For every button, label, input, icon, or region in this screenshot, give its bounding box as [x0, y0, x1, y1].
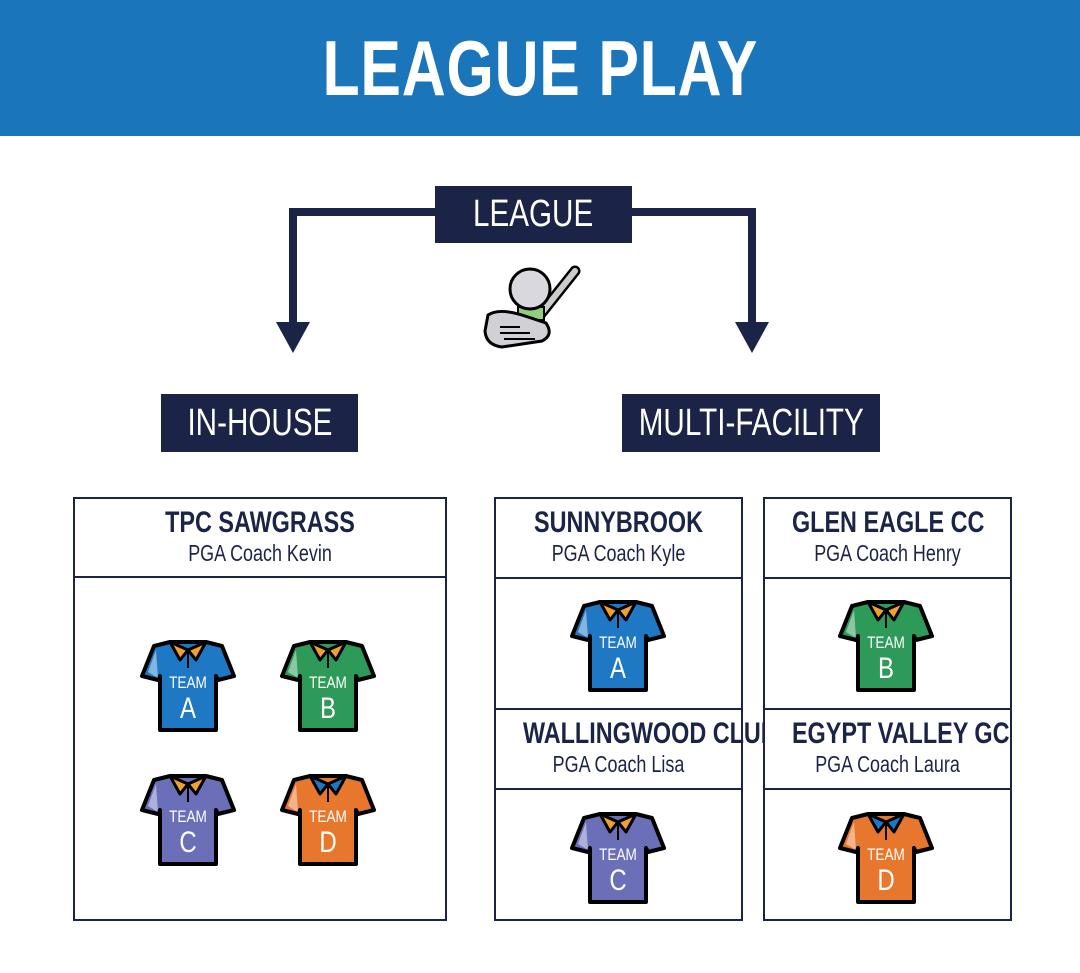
team-word: TEAM — [867, 634, 905, 653]
team-word: TEAM — [169, 808, 207, 827]
team-word: TEAM — [309, 674, 347, 693]
coach-name: PGA Coach Laura — [815, 751, 960, 777]
club-name: TPC SAWGRASS — [165, 506, 355, 539]
team-word: TEAM — [309, 808, 347, 827]
club-name: EGYPT VALLEY GC — [791, 717, 1010, 750]
team-letter: D — [877, 862, 894, 896]
team-a-shirt-icon: TEAM A — [568, 596, 668, 696]
team-letter: C — [609, 862, 626, 896]
golf-club-ball-icon — [483, 265, 581, 349]
team-word: TEAM — [867, 846, 905, 865]
team-c-shirt-icon: TEAM C — [568, 808, 668, 908]
team-letter: C — [179, 824, 196, 858]
team-letter: A — [180, 690, 197, 724]
in-house-panel: TPC SAWGRASS PGA Coach Kevin — [73, 497, 447, 921]
team-letter: B — [878, 650, 894, 684]
team-d-shirt-icon: TEAM D — [836, 808, 936, 908]
league-label: LEAGUE — [473, 193, 594, 235]
multi-facility-label: MULTI-FACILITY — [638, 401, 864, 444]
team-letter: B — [320, 690, 336, 724]
team-word: TEAM — [169, 674, 207, 693]
club-name: GLEN EAGLE CC — [791, 506, 985, 539]
club-name: SUNNYBROOK — [533, 506, 704, 539]
team-word: TEAM — [599, 634, 637, 653]
team-b-shirt-icon: TEAM B — [836, 596, 936, 696]
in-house-label: IN-HOUSE — [187, 401, 332, 444]
coach-name: PGA Coach Kevin — [188, 540, 332, 566]
team-b-shirt-icon: TEAM B — [278, 636, 378, 736]
team-d-shirt-icon: TEAM D — [278, 770, 378, 870]
arrow-left — [276, 208, 436, 353]
in-house-box: IN-HOUSE — [161, 394, 358, 452]
team-c-shirt-icon: TEAM C — [138, 770, 238, 870]
team-letter: A — [610, 650, 627, 684]
page-title: LEAGUE PLAY — [322, 23, 758, 112]
team-word: TEAM — [599, 846, 637, 865]
club-name: WALLINGWOOD CLUB — [522, 717, 778, 750]
team-a-shirt-icon: TEAM A — [138, 636, 238, 736]
league-box: LEAGUE — [435, 186, 632, 243]
arrow-right — [630, 208, 769, 353]
team-letter: D — [319, 824, 336, 858]
coach-name: PGA Coach Kyle — [551, 540, 686, 566]
coach-name: PGA Coach Henry — [814, 540, 961, 566]
header-banner: LEAGUE PLAY — [0, 0, 1080, 136]
coach-name: PGA Coach Lisa — [552, 751, 685, 777]
multi-facility-box: MULTI-FACILITY — [622, 394, 880, 452]
